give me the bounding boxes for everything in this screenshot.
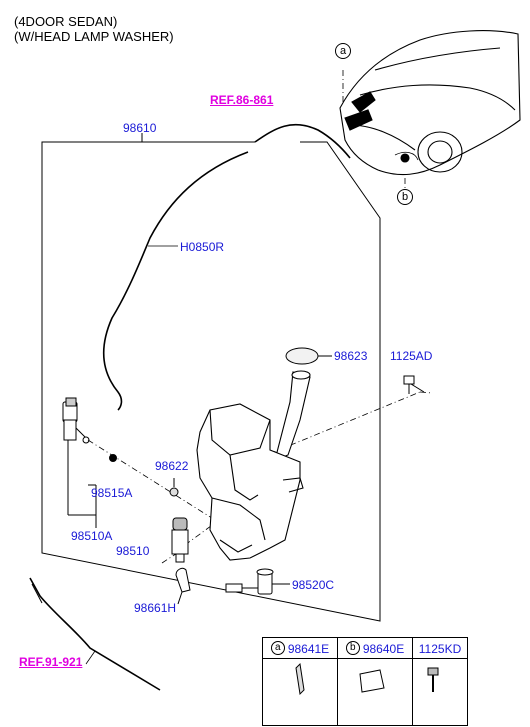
callout-b: b	[397, 189, 413, 205]
washer-reservoir	[196, 370, 311, 561]
header-line-2: (W/HEAD LAMP WASHER)	[14, 29, 174, 44]
assembly-outline	[41, 141, 381, 622]
part-98510a: 98510A	[71, 529, 113, 543]
part-98520c: 98520C	[292, 578, 335, 592]
part-98622: 98622	[155, 459, 189, 473]
legend-pic-c	[412, 658, 468, 726]
legend-letter-b: b	[345, 641, 360, 656]
legend-part-1125kd: 1125KD	[418, 641, 462, 656]
level-sensor	[225, 568, 290, 595]
header-line-1: (4DOOR SEDAN)	[14, 14, 118, 29]
part-98610: 98610	[123, 121, 157, 135]
part-98623: 98623	[334, 349, 368, 363]
legend-letter-a: a	[270, 641, 285, 656]
washer-pump	[171, 517, 189, 563]
part-98661h: 98661H	[134, 601, 177, 615]
nozzle-connector	[62, 397, 90, 444]
vehicle-sketch	[339, 30, 521, 176]
bolt	[403, 375, 425, 394]
callout-a: a	[335, 43, 351, 59]
legend-part-98641e: 98641E	[287, 641, 330, 656]
washer-hose	[102, 151, 249, 411]
legend-pic-b	[337, 658, 414, 726]
ref-91-921[interactable]: REF.91-921	[19, 655, 83, 669]
legend-pic-a	[261, 658, 339, 726]
grommet	[169, 487, 179, 497]
filler-cap	[285, 347, 319, 365]
part-98515a: 98515A	[91, 486, 133, 500]
pump-hose	[175, 567, 191, 593]
legend-part-98640e: 98640E	[362, 641, 405, 656]
part-98510: 98510	[116, 544, 150, 558]
part-h0850r: H0850R	[180, 240, 225, 254]
part-1125ad: 1125AD	[390, 349, 433, 363]
ref-86-861[interactable]: REF.86-861	[210, 93, 274, 107]
legend-col-c: 1125KD	[412, 637, 468, 659]
